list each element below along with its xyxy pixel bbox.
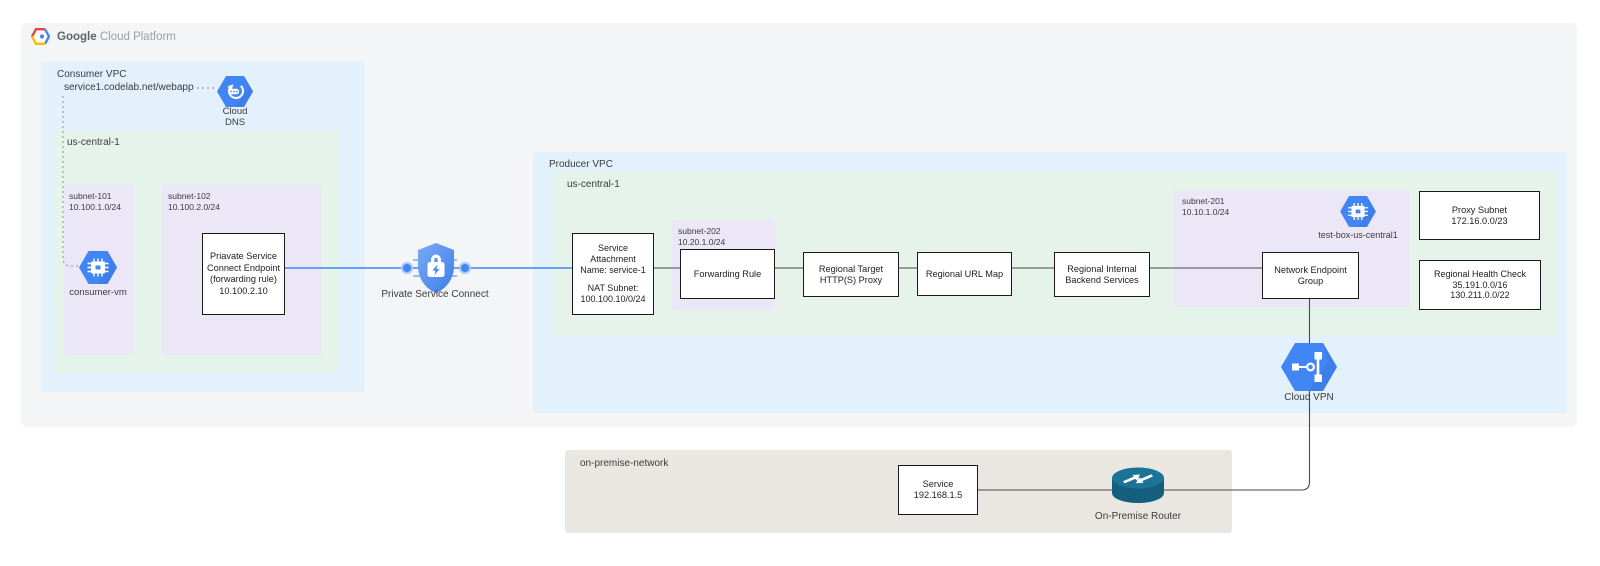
regional-url-map-box: Regional URL Map [917,252,1012,296]
regional-url-map-label: Regional URL Map [925,268,1004,279]
psc-endpoint-line2: Connect Endpoint [206,262,281,273]
consumer-vm-icon [79,251,117,284]
brand-google: Google [57,30,97,43]
private-service-connect-label: Private Service Connect [381,289,489,300]
forwarding-rule-box: Forwarding Rule [680,249,775,299]
producer-vpc-label: Producer VPC [549,159,613,170]
gcp-hexagon-logo-icon [31,28,50,45]
service-attachment-line4: NAT Subnet: [587,283,639,294]
regional-target-proxy-line1: Regional Target [818,263,884,274]
on-premise-network-label: on-premise-network [580,458,669,469]
subnet-102-label: subnet-102 10.100.2.0/24 [168,191,220,212]
service-attachment-line5: 100.100.10/0/24 [580,294,646,305]
subnet-201-label: subnet-201 10.10.1.0/24 [1182,196,1229,217]
test-box-vm-icon [1340,196,1376,227]
subnet-201-name: subnet-201 [1182,196,1225,206]
cloud-dns-icon [217,76,253,107]
proxy-subnet-line2: 172.16.0.0/23 [1451,215,1508,226]
regional-target-proxy-box: Regional Target HTTP(S) Proxy [803,252,899,297]
regional-health-check-box: Regional Health Check 35.191.0.0/16 130.… [1419,260,1541,310]
proxy-subnet-box: Proxy Subnet 172.16.0.0/23 [1419,191,1540,240]
on-premise-service-line2: 192.168.1.5 [913,490,963,500]
on-premise-router-label: On-Premise Router [1094,511,1182,522]
on-premise-service-box: Service 192.168.1.5 [898,465,978,515]
subnet-102-cidr: 10.100.2.0/24 [168,201,220,212]
health-check-line1: Regional Health Check [1433,268,1527,279]
regional-backend-line2: Backend Services [1065,274,1139,285]
psc-endpoint-line4: 10.100.2.10 [219,285,268,296]
subnet-202-cidr: 10.20.1.0/24 [678,236,726,247]
subnet-101-cidr: 10.100.1.0/24 [69,201,121,212]
subnet-101-label: subnet-101 10.100.1.0/24 [69,191,121,212]
cloud-vpn-icon [1281,343,1337,391]
gcp-logo: Google Cloud Platform [31,28,176,45]
subnet-201-cidr: 10.10.1.0/24 [1182,206,1230,217]
producer-region-label: us-central-1 [567,179,620,190]
test-box-vm-label: test-box-us-central1 [1318,230,1398,240]
subnet-101-name: subnet-101 [69,191,112,201]
subnet-102-name: subnet-102 [168,191,211,201]
neg-line1: Network Endpoint [1274,264,1347,275]
psc-endpoint-line3: (forwarding rule) [210,274,277,284]
forwarding-rule-label: Forwarding Rule [693,268,762,279]
brand-cloud-platform: Cloud Platform [99,30,176,43]
consumer-region-label: us-central-1 [67,137,120,148]
consumer-vpc-label: Consumer VPC [57,69,127,80]
health-check-line3: 130.211.0.0/22 [1450,290,1510,301]
network-endpoint-group-box: Network Endpoint Group [1262,252,1359,299]
regional-backend-services-box: Regional Internal Backend Services [1054,252,1150,297]
subnet-202-name: subnet-202 [678,226,721,236]
private-service-connect-icon [400,240,472,296]
cloud-dns-label: Cloud DNS [222,106,248,128]
service-attachment-box: Service Attachment Name: service-1 NAT S… [572,233,654,315]
on-premise-service-line1: Service [922,479,954,489]
subnet-202-label: subnet-202 10.20.1.0/24 [678,226,725,247]
service-attachment-line1: Service [597,243,628,253]
service-attachment-line2: Attachment [590,253,636,264]
cloud-vpn-label: Cloud VPN [1284,392,1334,403]
psc-endpoint-box: Priavate Service Connect Endpoint (forwa… [202,233,285,315]
regional-target-proxy-line2: HTTP(S) Proxy [819,274,883,285]
health-check-line2: 35.191.0.0/16 [1452,279,1508,290]
dns-record-text: service1.codelab.net/webapp [64,82,194,93]
psc-endpoint-line1: Priavate Service [210,251,277,261]
service-attachment-line3: Name: service-1 [580,264,646,275]
on-premise-router-icon [1110,465,1166,509]
neg-line2: Group [1297,275,1324,286]
regional-backend-line1: Regional Internal [1067,263,1137,274]
consumer-vm-label: consumer-vm [69,287,127,298]
proxy-subnet-line1: Proxy Subnet [1451,204,1508,215]
